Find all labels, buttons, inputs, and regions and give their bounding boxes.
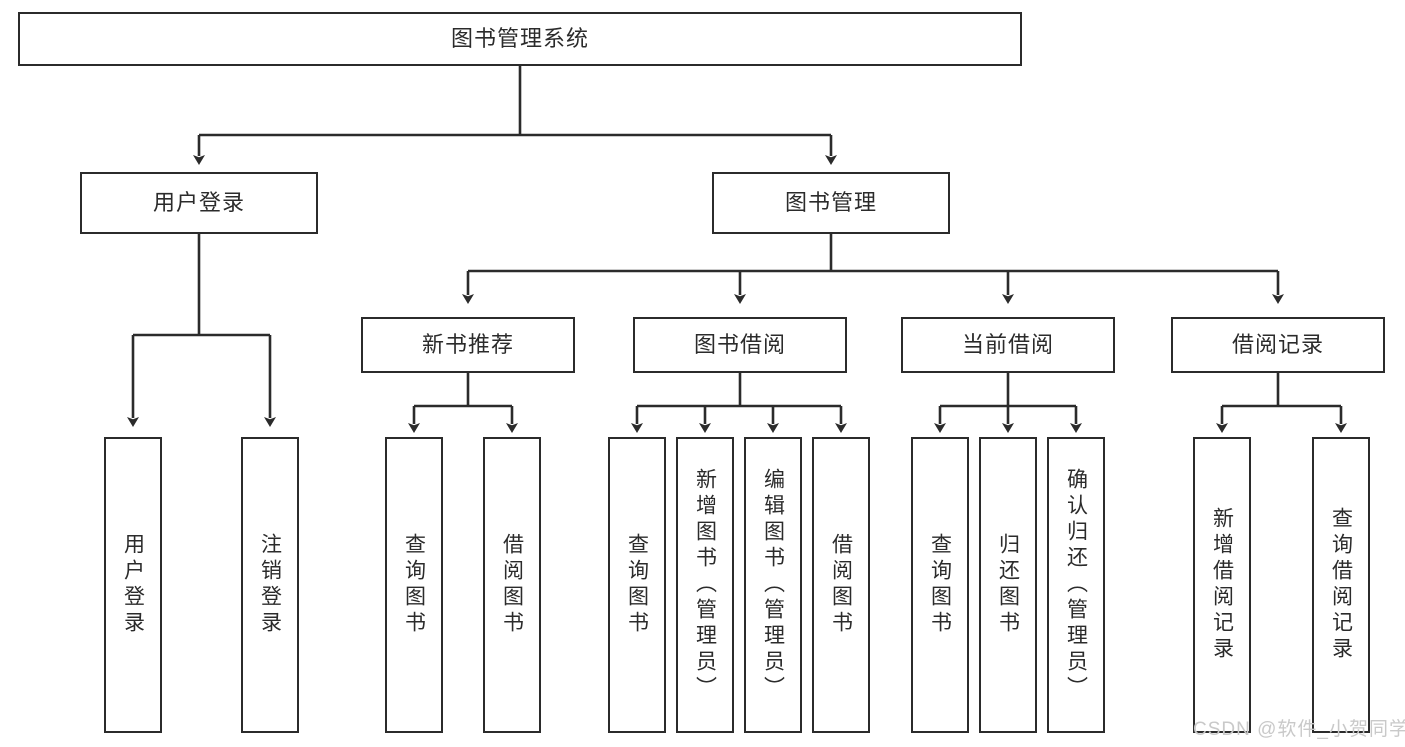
leaf-borrow-add-book[interactable]: 新增图书（管理员）	[676, 437, 734, 733]
leaf-user-login-label: 用户登录	[121, 533, 145, 637]
node-current-borrow-label: 当前借阅	[961, 332, 1054, 358]
node-new-book-recommend[interactable]: 新书推荐	[361, 317, 575, 373]
leaf-current-query-book[interactable]: 查询图书	[911, 437, 969, 733]
leaf-current-query-book-label: 查询图书	[928, 533, 952, 637]
leaf-borrow-borrow-book[interactable]: 借阅图书	[812, 437, 870, 733]
node-book-borrow-label: 图书借阅	[693, 332, 786, 358]
leaf-recommend-borrow-book[interactable]: 借阅图书	[483, 437, 541, 733]
node-new-book-recommend-label: 新书推荐	[421, 332, 514, 358]
node-user-login[interactable]: 用户登录	[80, 172, 318, 234]
leaf-current-confirm-return[interactable]: 确认归还（管理员）	[1047, 437, 1105, 733]
leaf-user-logout[interactable]: 注销登录	[241, 437, 299, 733]
leaf-record-add-record[interactable]: 新增借阅记录	[1193, 437, 1251, 733]
leaf-borrow-edit-book[interactable]: 编辑图书（管理员）	[744, 437, 802, 733]
node-user-login-label: 用户登录	[152, 190, 245, 216]
leaf-recommend-borrow-book-label: 借阅图书	[500, 533, 524, 637]
node-book-borrow[interactable]: 图书借阅	[633, 317, 847, 373]
leaf-borrow-query-book-label: 查询图书	[625, 533, 649, 637]
leaf-current-confirm-return-label: 确认归还（管理员）	[1064, 468, 1088, 702]
node-book-management[interactable]: 图书管理	[712, 172, 950, 234]
leaf-current-return-book-label: 归还图书	[996, 533, 1020, 637]
node-borrow-record-label: 借阅记录	[1231, 332, 1324, 358]
leaf-borrow-borrow-book-label: 借阅图书	[829, 533, 853, 637]
node-current-borrow[interactable]: 当前借阅	[901, 317, 1115, 373]
leaf-current-return-book[interactable]: 归还图书	[979, 437, 1037, 733]
leaf-borrow-add-book-label: 新增图书（管理员）	[693, 468, 717, 702]
leaf-recommend-query-book[interactable]: 查询图书	[385, 437, 443, 733]
leaf-borrow-query-book[interactable]: 查询图书	[608, 437, 666, 733]
node-borrow-record[interactable]: 借阅记录	[1171, 317, 1385, 373]
node-root[interactable]: 图书管理系统	[18, 12, 1022, 66]
leaf-user-logout-label: 注销登录	[258, 533, 282, 637]
leaf-user-login[interactable]: 用户登录	[104, 437, 162, 733]
leaf-record-query-record-label: 查询借阅记录	[1329, 507, 1353, 663]
node-root-label: 图书管理系统	[450, 26, 589, 52]
leaf-record-query-record[interactable]: 查询借阅记录	[1312, 437, 1370, 733]
leaf-recommend-query-book-label: 查询图书	[402, 533, 426, 637]
leaf-record-add-record-label: 新增借阅记录	[1210, 507, 1234, 663]
watermark: CSDN @软件_小贺同学	[1193, 719, 1405, 740]
node-book-management-label: 图书管理	[784, 190, 877, 216]
leaf-borrow-edit-book-label: 编辑图书（管理员）	[761, 468, 785, 702]
